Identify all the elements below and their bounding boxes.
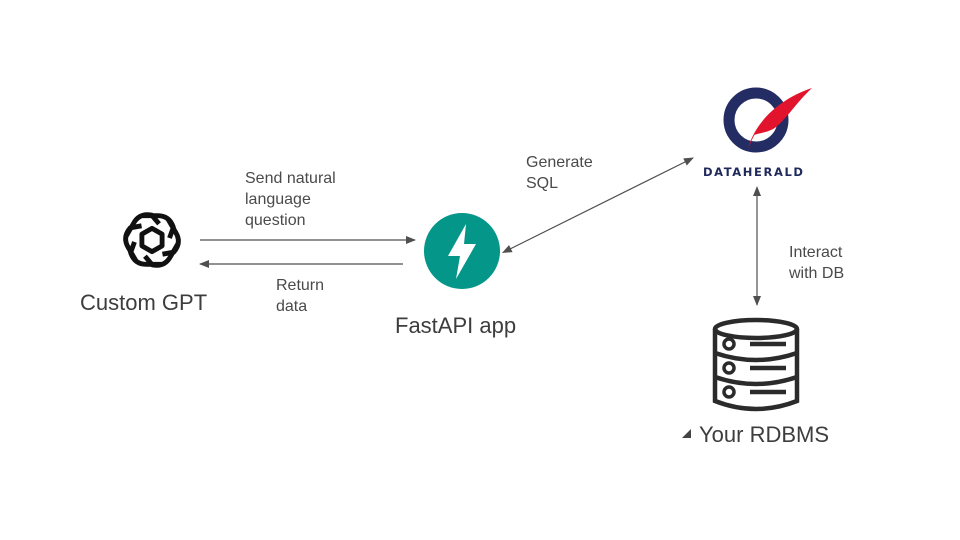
edge-label-send-question: Send natural language question: [245, 170, 336, 229]
edge-label-interact-db: Interact with DB: [789, 244, 845, 282]
rdbms-label: Your RDBMS: [699, 422, 830, 447]
openai-logo-icon: [123, 212, 181, 268]
dataherald-wordmark: DATAHERALD: [703, 165, 805, 179]
fastapi-label: FastAPI app: [395, 313, 517, 338]
dataherald-logo-icon: [723, 87, 812, 153]
small-triangle-icon: [682, 429, 691, 438]
dataherald-node: DATAHERALD: [700, 85, 820, 185]
fastapi-node: FastAPI app: [390, 210, 540, 340]
fastapi-logo-icon: [424, 213, 500, 289]
custom-gpt-label: Custom GPT: [80, 290, 208, 315]
rdbms-node: Your RDBMS: [680, 315, 850, 450]
arrow-fastapi-dataherald: [501, 157, 694, 254]
custom-gpt-node: Custom GPT: [80, 200, 230, 320]
edge-label-return-data: Return data: [276, 277, 325, 315]
edge-label-generate-sql: Generate SQL: [526, 154, 593, 192]
database-icon: [712, 317, 800, 412]
